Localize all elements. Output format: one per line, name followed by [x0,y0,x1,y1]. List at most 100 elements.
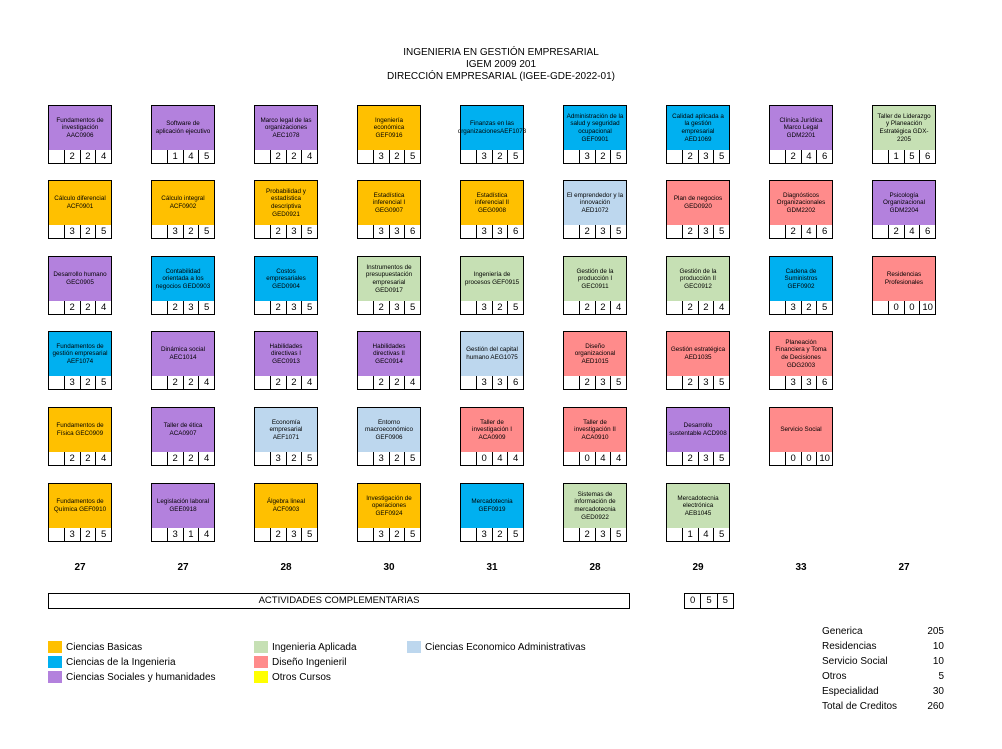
course-box: Calidad aplicada a la gestión empresaria… [666,105,730,151]
credit-cell: 3 [372,225,389,238]
credit-cell [255,528,270,541]
credit-cell [770,225,785,238]
credit-cell: 5 [95,225,111,238]
course-name: Legislación laboral GEE0918 [156,498,210,513]
credit-cell [461,225,476,238]
credit-cell: 3 [697,376,714,389]
credit-cell: 3 [800,376,817,389]
course-name: Habilidades directivas II GEC0914 [372,342,406,365]
course-box: Servicio Social [769,407,833,453]
credit-cell [255,225,270,238]
credit-cell: 6 [919,150,935,163]
credit-cell: 4 [507,452,523,465]
credit-cell: 2 [681,376,698,389]
credit-cell: 5 [404,528,420,541]
credit-cell: 3 [63,376,80,389]
credit-cell: 6 [919,225,935,238]
legend-swatch [48,656,62,668]
legend-swatch [48,671,62,683]
credit-cell: 10 [816,452,832,465]
credit-cell: 5 [198,225,214,238]
credit-cell: 3 [475,376,492,389]
course-box: Ingeniería económica GEF0916 [357,105,421,151]
credit-cell: 10 [919,301,935,314]
credit-cell [358,225,373,238]
credit-cell [770,301,785,314]
course-box: Investigación de operaciones GEF0924 [357,483,421,529]
credit-cell: 2 [182,376,199,389]
credit-cell [49,150,64,163]
credit-cell: 2 [79,528,96,541]
credit-cell: 1 [887,150,904,163]
credit-cell [152,225,167,238]
legend-swatch [254,641,268,653]
course-name: Mercadotecnia electrónica AEB1045 [677,494,719,517]
summary-label: Generica [822,626,863,637]
credit-cell: 6 [816,150,832,163]
credit-cell: 3 [594,376,611,389]
credit-cell [873,301,888,314]
credit-cell [873,225,888,238]
credit-cell: 0 [784,452,801,465]
credit-cell: 3 [491,225,508,238]
course-box: Fundamentos de Química GEF0910 [48,483,112,529]
credit-cell: 4 [491,452,508,465]
credit-cell [255,376,270,389]
course-card: Contabilidad orientada a los negocios GE… [151,256,215,316]
course-box: Cadena de Suministros GEF0902 [769,256,833,302]
credit-cell: 2 [784,150,801,163]
credit-cell: 6 [404,225,420,238]
course-box: Planeación Financiera y Toma de Decision… [769,331,833,377]
course-name: Costos empresariales GED0904 [266,267,306,290]
course-name: Administración de la salud y seguridad o… [566,112,624,143]
course-box: Taller de ética ACA0907 [151,407,215,453]
credit-cell [461,301,476,314]
credit-cell: 2 [269,150,286,163]
course-name: Habilidades directivas I GEC0913 [269,342,303,365]
course-box: Costos empresariales GED0904 [254,256,318,302]
course-box: Entorno macroeconómico GEF0906 [357,407,421,453]
credit-cell: 2 [594,301,611,314]
course-box: Álgebra lineal ACF0903 [254,483,318,529]
course-box: Plan de negocios GED0920 [666,180,730,226]
legend-label: Otros Cursos [272,671,331,683]
legend-label: Ciencias Sociales y humanidades [66,671,216,683]
credit-cell: 3 [475,150,492,163]
legend-swatch [254,671,268,683]
credit-cell [667,301,682,314]
legend-label: Ciencias Economico Administrativas [425,641,586,653]
credit-cell [770,452,785,465]
course-name: Economía empresarial AEF1071 [269,418,303,441]
course-name: Fundamentos de Química GEF0910 [53,498,107,513]
course-box: Desarrollo sustentable ACD908 [666,407,730,453]
credit-cell: 4 [182,150,199,163]
credit-cell: 3 [475,225,492,238]
